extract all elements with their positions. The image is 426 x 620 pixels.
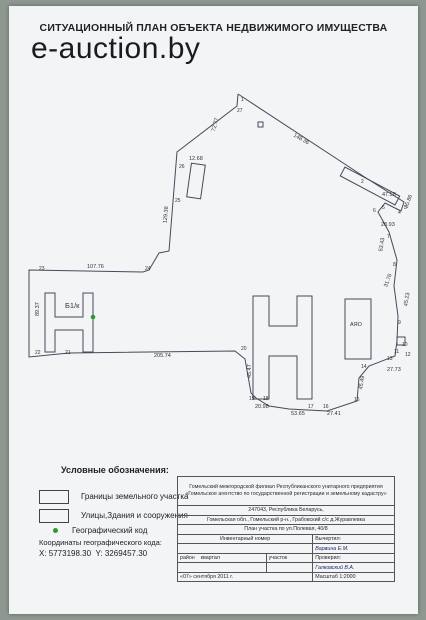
dim-label: 107.76: [87, 264, 104, 270]
boundary-swatch: [39, 490, 69, 504]
building-small-right: [396, 336, 406, 346]
point-label: 24: [145, 266, 151, 272]
document-sheet: СИТУАЦИОННЫЙ ПЛАН ОБЪЕКТА НЕДВИЖИМОГО ИМ…: [9, 6, 418, 614]
stamp-checker: Галковский В.А.: [312, 562, 395, 574]
dim-label: 27.41: [327, 411, 341, 417]
point-label: 15: [354, 397, 360, 403]
point-label: 10: [402, 342, 408, 348]
dim-label: 28.93: [381, 222, 395, 228]
legend-item-boundary: Границы земельного участка: [39, 490, 188, 504]
site-plan: 72.77 148.36 47.58 12.68 129.38 35.86 28…: [28, 93, 414, 417]
point-label: 25: [175, 198, 181, 204]
point-label: 14: [361, 364, 367, 370]
point-label: 11: [394, 349, 399, 355]
building-long-ne: [339, 166, 401, 206]
stamp-col3: участок: [265, 553, 314, 564]
building-small-upper: [186, 162, 206, 200]
point-label: 8: [393, 262, 396, 268]
point-label: 21: [65, 350, 71, 356]
stamp-cell-empty: [177, 562, 267, 574]
parcel-boundary: [28, 93, 405, 412]
dim-label: 20.98: [255, 404, 269, 410]
point-label: 26: [179, 164, 185, 170]
dim-label: 31.76: [383, 273, 393, 288]
coord-y: Y: 3269457.30: [95, 549, 148, 558]
point-label: 4: [398, 210, 401, 216]
stamp-date: «07» сентября 2011 г.: [176, 572, 314, 583]
coord-x: X: 5773198.30: [39, 549, 92, 558]
legend-item-geocode: Географический код: [39, 526, 147, 535]
point-label: 18: [263, 396, 269, 402]
stamp-col-rayon: район квартал: [177, 553, 267, 564]
dim-label: 12.68: [189, 156, 203, 162]
building-ayo: [344, 298, 372, 360]
legend-title: Условные обозначения:: [61, 465, 169, 475]
legend-label: Границы земельного участка: [81, 492, 189, 502]
stamp-col2: квартал: [200, 555, 220, 562]
dim-label: 72.77: [211, 117, 220, 132]
document-title: СИТУАЦИОННЫЙ ПЛАН ОБЪЕКТА НЕДВИЖИМОГО ИМ…: [39, 22, 388, 34]
point-label: 3: [404, 205, 407, 211]
point-label: 2: [361, 179, 364, 185]
point-label: 1: [241, 97, 244, 103]
point-label: 13: [387, 356, 393, 362]
point-labels: 1 2 3 4 5 6 7 8 9 10 11 12 13 14 15 16 1…: [35, 97, 411, 410]
stamp-cell-empty: [265, 562, 314, 574]
building-label-b1: Б1/к: [65, 301, 80, 310]
dim-label: 205.74: [154, 353, 171, 359]
geo-code-swatch: [53, 528, 58, 534]
stamp-plan-note: План участка по ул.Полевая, 40/8: [177, 524, 395, 535]
stamp-col1: район: [180, 555, 195, 562]
point-label: 9: [398, 320, 401, 326]
stamp-inv-value: [176, 543, 314, 555]
dim-label: 129.38: [163, 206, 170, 223]
stamp-drawer-label: Вычертил:: [312, 533, 395, 545]
legend-item-buildings: Улицы,Здания и сооружения: [39, 509, 188, 523]
point-label: 20: [241, 346, 247, 352]
watermark: e-auction.by: [31, 32, 201, 65]
building-label-ayo: АЯО: [350, 322, 363, 328]
point-label: 19: [249, 396, 255, 402]
stamp-checker-label: Проверил:: [312, 553, 395, 564]
coords-label: Координаты географического кода:: [39, 538, 162, 547]
stamp-inv-label: Инвентарный номер: [176, 533, 314, 545]
dim-label: 27.73: [387, 367, 401, 373]
point-label: 5: [382, 205, 385, 211]
dim-label: 35.86: [404, 194, 414, 209]
point-label: 12: [405, 352, 411, 358]
dimension-labels: 72.77 148.36 47.58 12.68 129.38 35.86 28…: [35, 117, 414, 417]
stamp-address1: 247043, Республика Беларусь,: [177, 505, 395, 516]
building-b1: [44, 292, 94, 353]
point-label: 27: [237, 108, 243, 114]
point-label: 6: [373, 208, 376, 214]
dim-label: 45.49: [358, 375, 366, 390]
legend-label: Улицы,Здания и сооружения: [81, 511, 188, 521]
title-block: Гомельский межгородской филиал Республик…: [176, 476, 395, 608]
coords-values: X: 5773198.30 Y: 3269457.30: [39, 549, 147, 558]
point-label: 22: [35, 350, 41, 356]
geo-code-dot: [90, 314, 96, 320]
legend-label: Географический код: [72, 526, 148, 535]
point-label: 16: [323, 404, 329, 410]
dim-label: 89.37: [35, 302, 41, 316]
buildings-swatch: [39, 509, 69, 523]
stamp-address2: Гомельская обл., Гомельский р-н., Грабов…: [177, 514, 395, 526]
point-label: 17: [308, 404, 314, 410]
point-label: 23: [39, 266, 45, 272]
stamp-scale: Масштаб 1:2000: [312, 572, 395, 583]
dim-label: 148.36: [292, 133, 310, 147]
point-label: 7: [387, 234, 390, 240]
dim-label: 53.65: [291, 411, 305, 417]
stamp-org: Гомельский межгородской филиал Республик…: [177, 476, 395, 506]
building-small-top: [257, 121, 264, 128]
dim-label: 45.47: [247, 364, 253, 378]
building-main: [252, 295, 313, 400]
dim-label: 45.23: [403, 292, 411, 307]
dim-label: 47.58: [382, 192, 396, 198]
dim-label: 53.43: [378, 237, 386, 252]
stamp-drawer: Варвина Е.М.: [312, 543, 395, 555]
